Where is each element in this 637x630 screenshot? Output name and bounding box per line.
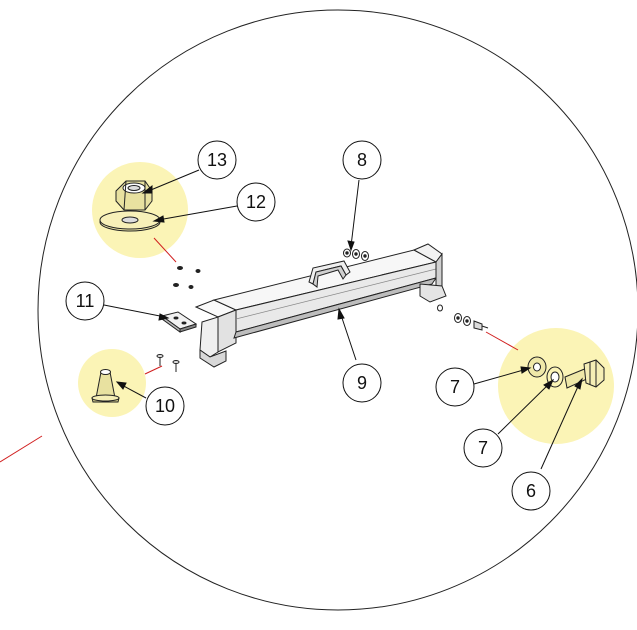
side-bolt-exploded bbox=[437, 304, 489, 331]
outer-leader-line bbox=[0, 435, 43, 463]
screw-part bbox=[91, 369, 120, 403]
callout-9: 9 bbox=[342, 363, 382, 403]
zoom-bolt bbox=[564, 359, 605, 389]
callout-8: 8 bbox=[342, 140, 382, 180]
leader-lines bbox=[103, 169, 583, 470]
washer-part bbox=[99, 210, 161, 232]
callout-6: 6 bbox=[511, 471, 551, 511]
callout-7-upper-label: 7 bbox=[450, 377, 460, 397]
callout-8-label: 8 bbox=[357, 150, 367, 170]
callout-11: 11 bbox=[65, 281, 105, 321]
leader-bolt-large-detail bbox=[485, 331, 519, 351]
small-screws bbox=[156, 354, 180, 372]
leader-nut-detail bbox=[153, 237, 177, 263]
plate-part bbox=[160, 311, 198, 333]
callout-13-label: 13 bbox=[207, 150, 227, 170]
callout-7-lower-label: 7 bbox=[478, 438, 488, 458]
callout-12-label: 12 bbox=[246, 192, 266, 212]
crossbeam-part bbox=[194, 243, 447, 368]
callout-6-label: 6 bbox=[526, 481, 536, 501]
callout-9-label: 9 bbox=[357, 373, 367, 393]
callout-12: 12 bbox=[236, 182, 276, 222]
leader-bolt-small-detail bbox=[144, 365, 163, 375]
callout-7-upper: 7 bbox=[435, 367, 475, 407]
main-detail-circle bbox=[37, 9, 637, 611]
callout-10-label: 10 bbox=[155, 396, 175, 416]
callout-7-lower: 7 bbox=[463, 428, 503, 468]
nut-part bbox=[115, 180, 153, 211]
callout-13: 13 bbox=[197, 140, 237, 180]
callout-11-label: 11 bbox=[76, 291, 95, 311]
top-washers bbox=[343, 248, 369, 261]
exploded-nut-dots bbox=[173, 266, 201, 289]
callout-10: 10 bbox=[145, 386, 185, 426]
